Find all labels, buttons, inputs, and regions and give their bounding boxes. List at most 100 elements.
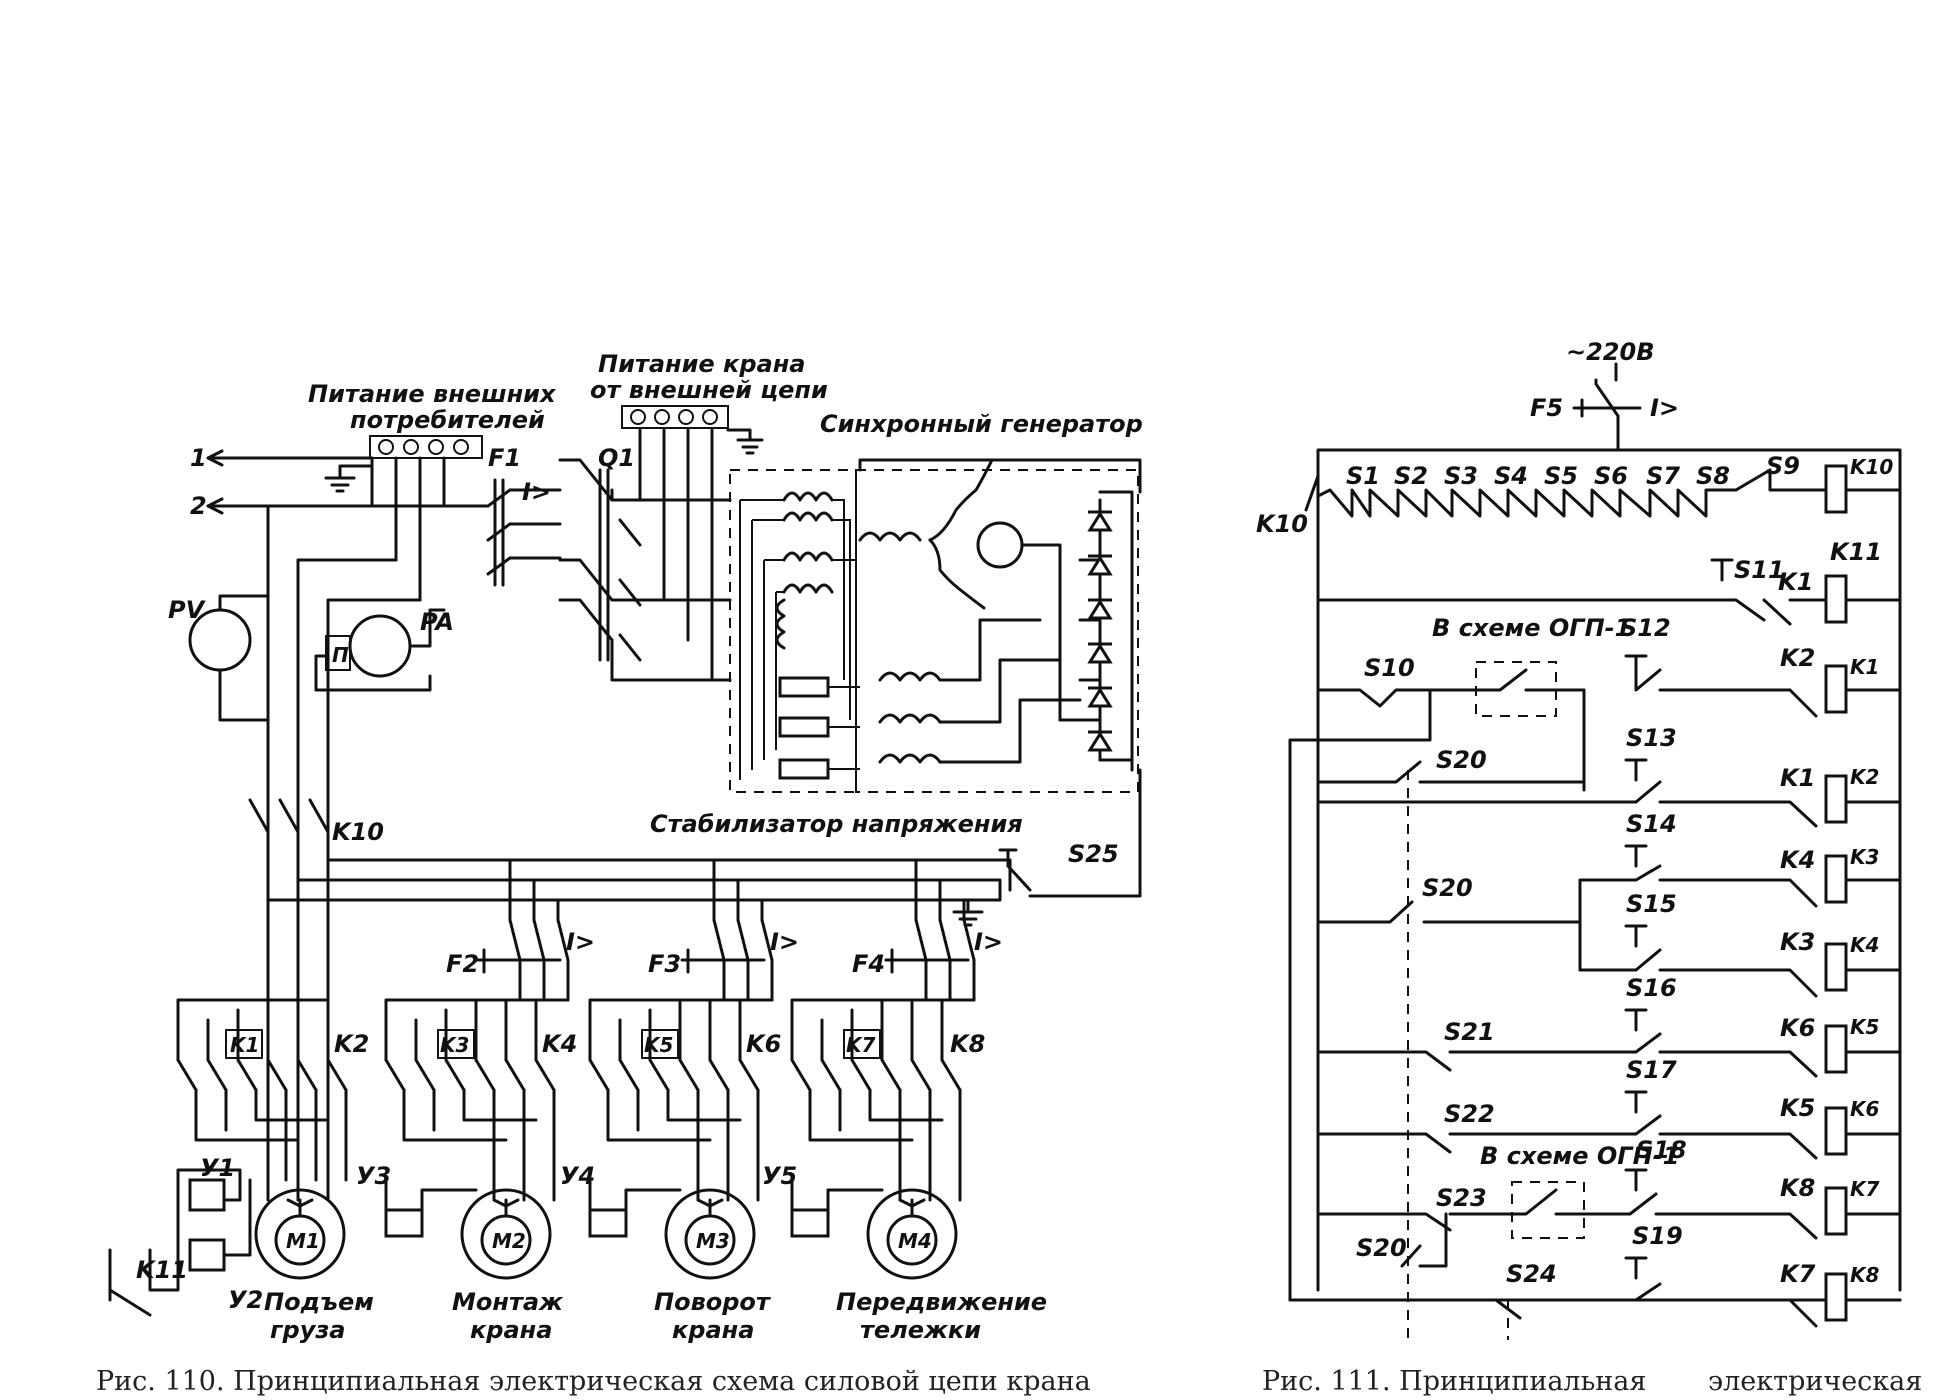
row-k4-wiring [1578, 920, 1902, 998]
f5-ovc-label: I> [1650, 394, 1679, 422]
coil-k4-label: K4 [1850, 933, 1879, 957]
k8-contact-label: K8 [1780, 1174, 1815, 1202]
q1-label: Q1 [598, 444, 635, 472]
f4-ovc-label: I> [974, 928, 1003, 956]
s20-label-bottom: S20 [1356, 1234, 1407, 1262]
exciter-rotor [976, 521, 1024, 569]
s6-label: S6 [1594, 462, 1628, 490]
k5-contact-label: K5 [1780, 1094, 1815, 1122]
s14-label: S14 [1626, 810, 1677, 838]
terminal-block-external-circles [378, 439, 469, 455]
row-k7-wiring [1316, 1188, 1902, 1240]
terminal-block-crane-circles [630, 409, 718, 425]
s19-label: S19 [1632, 1222, 1683, 1250]
s15-label: S15 [1626, 890, 1677, 918]
coil-k11-label: K11 [1830, 538, 1882, 566]
reversing-contactor-group-m3 [588, 998, 774, 1202]
s9-label: S9 [1766, 452, 1800, 480]
line-1-label: 1 [190, 444, 207, 472]
line-1-arrow [206, 449, 374, 467]
s4-label: S4 [1494, 462, 1528, 490]
row-k3-wiring [1316, 864, 1902, 924]
generator-windings [858, 458, 994, 764]
s16-label: S16 [1626, 974, 1677, 1002]
breaker-f1 [486, 478, 562, 587]
breakers-f2-f3-f4 [476, 918, 976, 1002]
coil-k8 [1824, 1272, 1848, 1322]
k1-contact-label: K1 [1780, 764, 1815, 792]
s5-label: S5 [1544, 462, 1578, 490]
y1-label: У1 [200, 1154, 235, 1182]
row-k1-wiring [1316, 664, 1902, 718]
motor-name-m4-line2: тележки [860, 1316, 981, 1344]
k10-label: K10 [332, 818, 384, 846]
contact-s9 [1734, 468, 1828, 492]
m2-label: M2 [492, 1229, 526, 1253]
coil-k4 [1824, 942, 1848, 992]
row-k5-wiring [1316, 1032, 1902, 1078]
row-k6-wiring [1316, 1114, 1902, 1160]
f3-ovc-label: I> [770, 928, 799, 956]
motor-name-m1-line2: груза [270, 1316, 346, 1344]
k4-label: K4 [542, 1030, 577, 1058]
transformer-coils [775, 491, 834, 650]
button-s14 [1624, 844, 1648, 868]
k10-contact-label: K10 [1256, 510, 1308, 538]
label-crane-power-line1: Питание крана [598, 350, 805, 378]
figure-110-power-circuit: Питание внешних потребителей Питание кра… [96, 350, 1143, 1397]
coil-k2 [1824, 774, 1848, 824]
s21-label: S21 [1444, 1018, 1495, 1046]
motor-name-m3-line2: крана [672, 1316, 754, 1344]
switch-q1 [558, 458, 662, 682]
k8-label: K8 [950, 1030, 985, 1058]
f2-ovc-label: I> [566, 928, 595, 956]
y4-label: У4 [560, 1162, 595, 1190]
brake-coils [108, 1168, 884, 1317]
coil-k3 [1824, 854, 1848, 904]
row-k2-wiring [1316, 780, 1902, 828]
terminal-block-external [369, 435, 483, 459]
k6-contact-label: K6 [1780, 1014, 1815, 1042]
figure-111-caption-part1: Рис. 111. Принципиальная [1262, 1366, 1646, 1397]
stabilizer-resistors [778, 676, 830, 780]
ground-icon [726, 428, 764, 455]
k6-label: K6 [746, 1030, 781, 1058]
supply-label: ~220В [1566, 338, 1655, 366]
motor-name-m4-line1: Передвижение [836, 1288, 1047, 1316]
coil-k3-label: K3 [1850, 845, 1879, 869]
coil-k1-label: K1 [1850, 655, 1879, 679]
reversing-contactor-group-m2 [384, 998, 570, 1202]
row-k8-wiring [1288, 1282, 1902, 1328]
label-voltage-stabilizer: Стабилизатор напряжения [650, 810, 1023, 838]
s3-label: S3 [1444, 462, 1478, 490]
f5-label: F5 [1530, 394, 1563, 422]
motor-name-m2-line1: Монтаж [452, 1288, 564, 1316]
coil-k11 [1824, 574, 1848, 624]
button-s25 [998, 768, 1142, 898]
coil-k7-label: K7 [1850, 1177, 1879, 1201]
s20-label-top: S20 [1436, 746, 1487, 774]
pa-label: PA [420, 608, 454, 636]
reversing-contactor-group-m1 [176, 998, 348, 1182]
s7-label: S7 [1646, 462, 1680, 490]
breaker-f5 [1572, 362, 1642, 452]
label-external-power-line2: потребителей [350, 406, 545, 434]
label-external-power-line1: Питание внешних [308, 380, 557, 408]
k5-label: K5 [644, 1033, 673, 1057]
f2-label: F2 [446, 950, 479, 978]
coil-k8-label: K8 [1850, 1263, 1879, 1287]
s24-label: S24 [1506, 1260, 1557, 1288]
s22-label: S22 [1444, 1100, 1495, 1128]
button-s18 [1624, 1168, 1648, 1192]
ground-icon [324, 464, 372, 493]
y3-label: У3 [356, 1162, 391, 1190]
s20-label-mid: S20 [1422, 874, 1473, 902]
motor-m3 [664, 1188, 756, 1280]
reversing-contactor-group-m4 [790, 998, 976, 1202]
ogp1-label-bottom: В схеме ОГП-1 [1480, 1142, 1679, 1170]
motor-m2 [460, 1188, 552, 1280]
line-2-arrow [206, 497, 490, 515]
series-chain-s1-s8 [1316, 488, 1738, 518]
m1-label: M1 [286, 1229, 320, 1253]
button-s12 [1624, 654, 1648, 676]
